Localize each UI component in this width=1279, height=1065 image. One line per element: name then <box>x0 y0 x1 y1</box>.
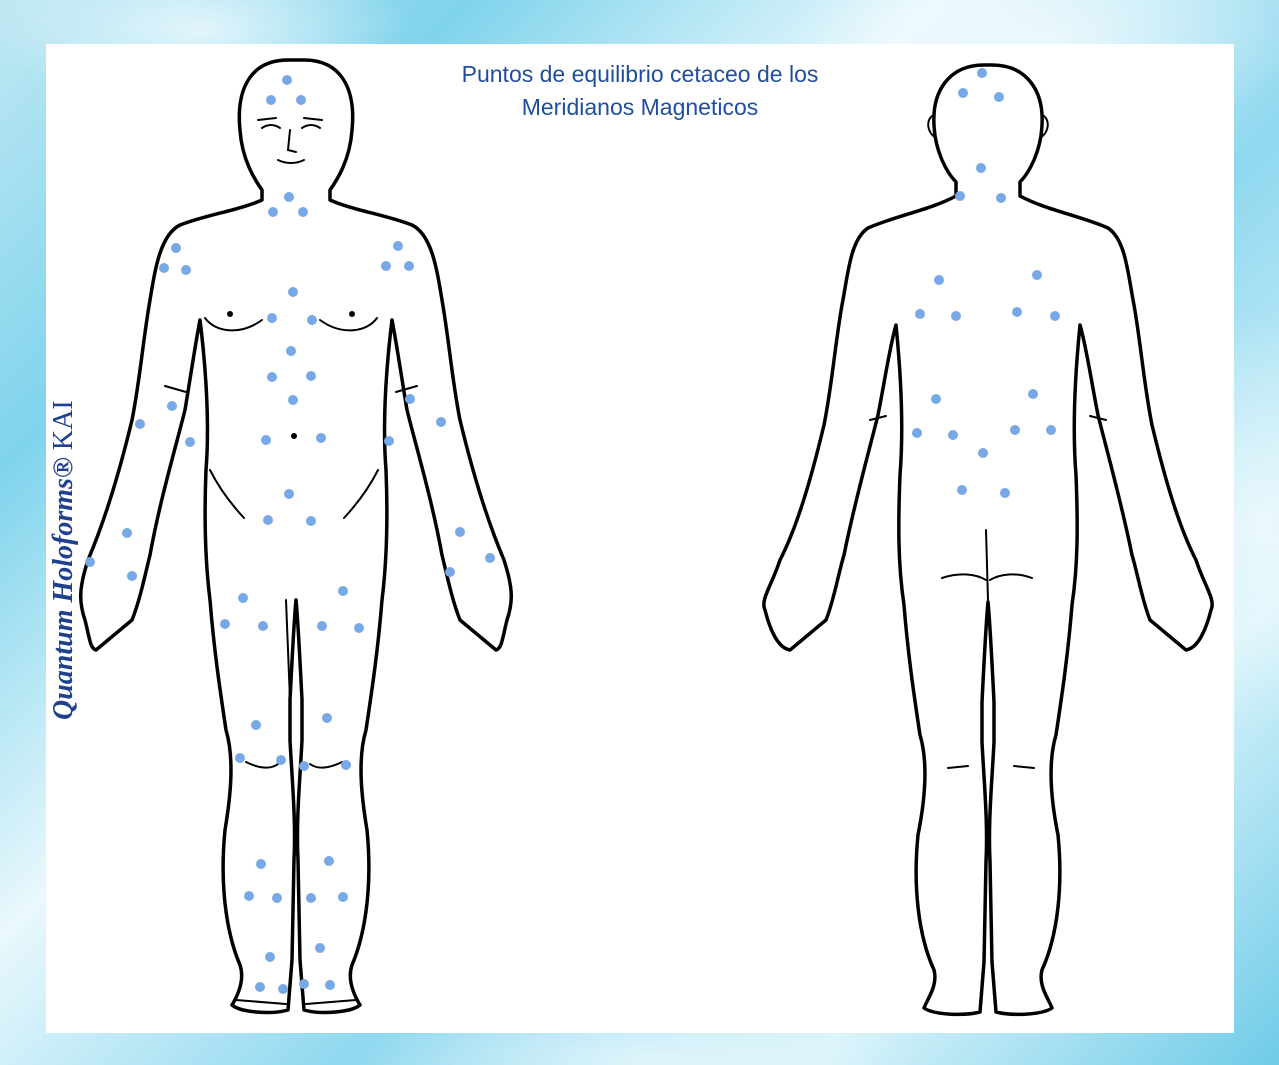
meridian-point <box>267 372 277 382</box>
meridian-point <box>288 287 298 297</box>
meridian-point <box>251 720 261 730</box>
meridian-point <box>272 893 282 903</box>
meridian-point <box>255 982 265 992</box>
meridian-point <box>445 567 455 577</box>
meridian-point <box>1032 270 1042 280</box>
meridian-point <box>948 430 958 440</box>
meridian-point <box>958 88 968 98</box>
meridian-point <box>1050 311 1060 321</box>
meridian-point <box>135 419 145 429</box>
meridian-point <box>996 193 1006 203</box>
meridian-point <box>1012 307 1022 317</box>
meridian-point <box>258 621 268 631</box>
meridian-point <box>957 485 967 495</box>
meridian-point <box>436 417 446 427</box>
meridian-point <box>181 265 191 275</box>
meridian-point <box>381 261 391 271</box>
meridian-point <box>915 309 925 319</box>
meridian-point <box>244 891 254 901</box>
meridian-point <box>955 191 965 201</box>
meridian-point <box>85 557 95 567</box>
meridian-point <box>185 437 195 447</box>
meridian-point <box>404 261 414 271</box>
meridian-point <box>299 761 309 771</box>
watermark-brand: Quantum Holoforms® <box>48 457 79 720</box>
title-line-2: Meridianos Magneticos <box>380 91 900 124</box>
meridian-point <box>159 263 169 273</box>
meridian-point <box>171 243 181 253</box>
diagram-title: Puntos de equilibrio cetaceo de los Meri… <box>380 58 900 124</box>
meridian-point <box>341 760 351 770</box>
meridian-point <box>354 623 364 633</box>
meridian-point <box>1010 425 1020 435</box>
meridian-point <box>977 68 987 78</box>
meridian-point <box>485 553 495 563</box>
meridian-point <box>317 621 327 631</box>
meridian-point <box>306 893 316 903</box>
meridian-point <box>284 192 294 202</box>
meridian-point <box>267 313 277 323</box>
back-figure <box>764 65 1212 1014</box>
meridian-point <box>306 516 316 526</box>
meridian-point <box>455 527 465 537</box>
meridian-point <box>978 448 988 458</box>
meridian-point <box>324 856 334 866</box>
meridian-point <box>256 859 266 869</box>
meridian-point <box>122 528 132 538</box>
meridian-point <box>127 571 137 581</box>
meridian-point <box>276 755 286 765</box>
meridian-point <box>338 892 348 902</box>
meridian-point <box>1028 389 1038 399</box>
meridian-point <box>286 346 296 356</box>
meridian-point <box>288 395 298 405</box>
meridian-point <box>384 436 394 446</box>
meridian-point <box>266 95 276 105</box>
meridian-point <box>296 95 306 105</box>
meridian-point <box>931 394 941 404</box>
meridian-point <box>1000 488 1010 498</box>
meridian-point <box>325 980 335 990</box>
meridian-point <box>393 241 403 251</box>
meridian-point <box>263 515 273 525</box>
meridian-point <box>265 952 275 962</box>
meridian-point <box>912 428 922 438</box>
meridian-point <box>934 275 944 285</box>
meridian-point <box>278 984 288 994</box>
meridian-point <box>994 92 1004 102</box>
meridian-point <box>306 371 316 381</box>
meridian-point <box>322 713 332 723</box>
meridian-point <box>220 619 230 629</box>
meridian-point <box>405 394 415 404</box>
watermark-suffix: KAI <box>48 400 79 450</box>
meridian-point <box>307 315 317 325</box>
meridian-point <box>268 207 278 217</box>
meridian-point <box>284 489 294 499</box>
front-figure <box>81 60 512 1012</box>
meridian-point <box>282 75 292 85</box>
meridian-point <box>238 593 248 603</box>
meridian-point <box>235 753 245 763</box>
meridian-point <box>1046 425 1056 435</box>
meridian-point <box>298 207 308 217</box>
meridian-point <box>338 586 348 596</box>
meridian-points <box>85 68 1060 994</box>
meridian-point <box>315 943 325 953</box>
watermark: Quantum Holoforms® KAI <box>48 400 80 720</box>
meridian-point <box>316 433 326 443</box>
meridian-point <box>261 435 271 445</box>
meridian-point <box>951 311 961 321</box>
title-line-1: Puntos de equilibrio cetaceo de los <box>380 58 900 91</box>
meridian-point <box>167 401 177 411</box>
meridian-point <box>299 979 309 989</box>
meridian-point <box>976 163 986 173</box>
